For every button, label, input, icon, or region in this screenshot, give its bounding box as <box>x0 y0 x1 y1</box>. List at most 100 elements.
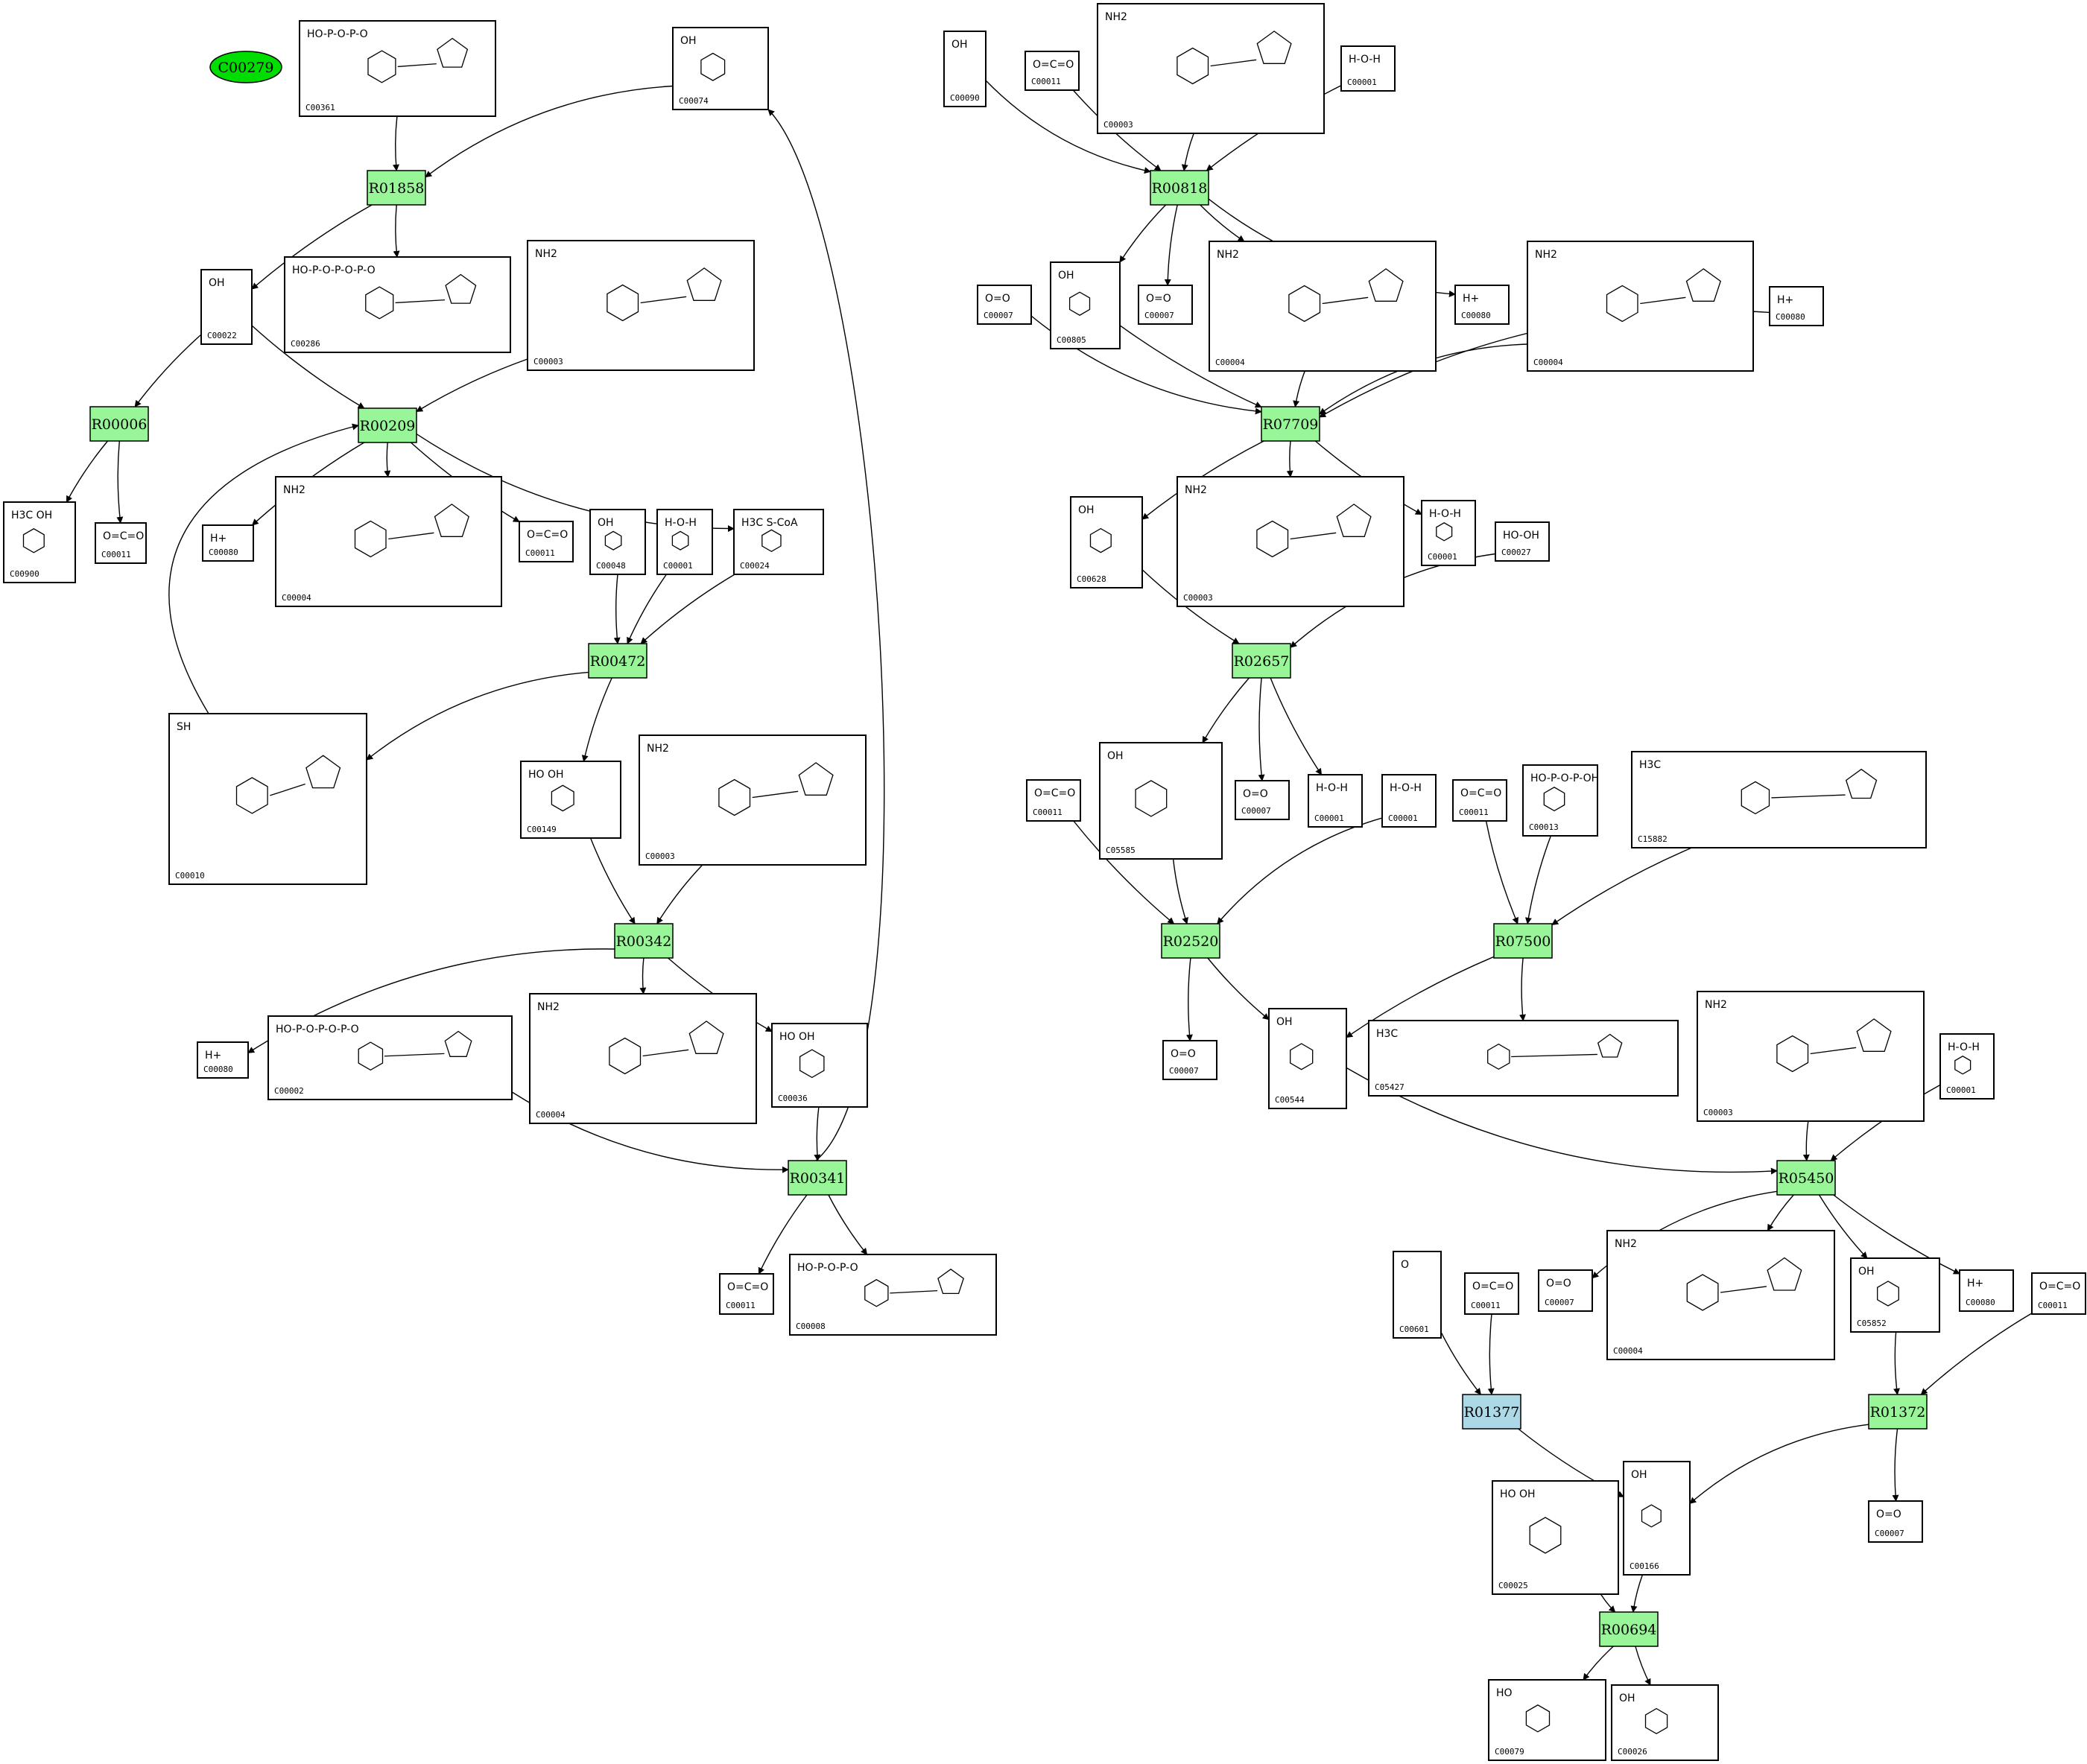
compound-c00080[interactable]: H+C00080 <box>1959 1269 2014 1312</box>
compound-id: C00090 <box>950 93 980 103</box>
structure-text: O=O <box>985 293 1010 305</box>
compound-box <box>1176 476 1404 607</box>
compound-c00080[interactable]: H+C00080 <box>197 1041 249 1079</box>
ring-icon <box>1776 1035 1809 1073</box>
reaction-r01858[interactable]: R01858 <box>367 170 426 206</box>
reaction-r00818[interactable]: R00818 <box>1150 170 1209 206</box>
reaction-r02520[interactable]: R02520 <box>1161 923 1220 959</box>
compound-id: C05585 <box>1106 845 1136 855</box>
edge-arrow <box>116 440 124 524</box>
reaction-r01377[interactable]: R01377 <box>1462 1394 1521 1430</box>
ring-icon <box>1877 1281 1899 1307</box>
reaction-r07500[interactable]: R07500 <box>1493 923 1553 959</box>
reaction-r01372[interactable]: R01372 <box>1868 1394 1928 1430</box>
reaction-r00209[interactable]: R00209 <box>358 407 417 443</box>
structure-text: O=C=O <box>103 530 144 542</box>
compound-c00080[interactable]: H+C00080 <box>1454 285 1510 325</box>
structure-text: H-O-H <box>1390 782 1422 794</box>
edge-arrow <box>1200 204 1245 242</box>
edge-arrow <box>416 358 528 413</box>
reaction-r00342[interactable]: R00342 <box>614 923 674 959</box>
reaction-r02657[interactable]: R02657 <box>1232 643 1291 679</box>
reaction-r00341[interactable]: R00341 <box>788 1160 847 1196</box>
compound-c00080[interactable]: H+C00080 <box>202 524 254 562</box>
compound-box <box>1026 779 1081 822</box>
edge-arrow <box>613 574 621 644</box>
reaction-r00472[interactable]: R00472 <box>588 643 647 679</box>
ring-icon <box>761 529 782 553</box>
compound-c00080[interactable]: H+C00080 <box>1769 286 1824 326</box>
reaction-r00694[interactable]: R00694 <box>1599 1611 1659 1647</box>
reaction-r05450[interactable]: R05450 <box>1776 1160 1836 1196</box>
ring-icon <box>444 1030 472 1057</box>
edge-arrow <box>985 80 1151 174</box>
edge-arrow <box>1635 1646 1651 1686</box>
reaction-r07709[interactable]: R07709 <box>1261 406 1320 442</box>
structure-text: NH2 <box>1615 1238 1637 1250</box>
start-node[interactable]: C00279 <box>209 51 282 83</box>
ring-icon <box>445 273 477 304</box>
reaction-r00006[interactable]: R00006 <box>89 406 149 442</box>
ring-icon <box>1606 285 1638 323</box>
structure-text: SH <box>177 721 191 733</box>
